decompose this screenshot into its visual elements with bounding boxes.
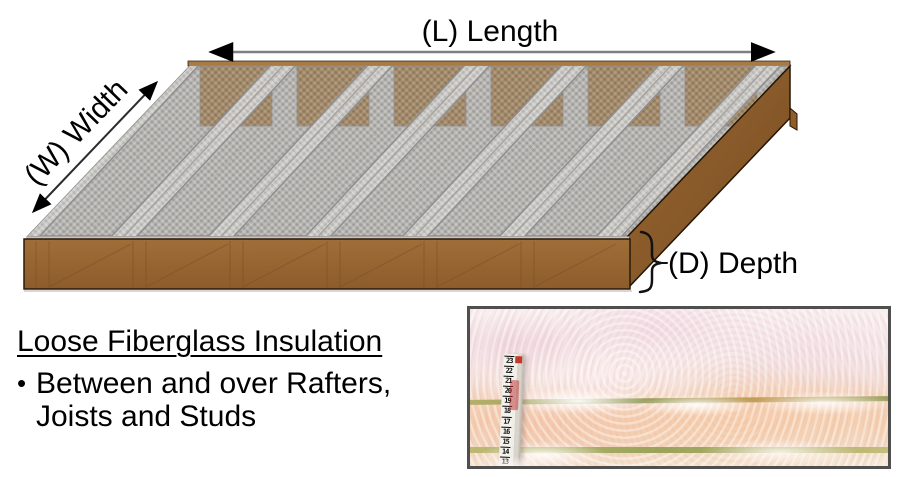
ruler-number: 22: [503, 365, 514, 376]
joist-edge-lower: [470, 447, 888, 454]
depth-label: (D) Depth: [668, 247, 798, 280]
length-label: (L) Length: [422, 15, 559, 48]
right-rim-notch: [789, 106, 798, 131]
ruler-number: 17: [501, 416, 512, 426]
bullet-text: Between and over Rafters, Joists and Stu…: [36, 367, 392, 433]
fluff-clump: [754, 390, 888, 415]
fluff-clump: [637, 393, 758, 416]
ruler-red-print: [509, 379, 520, 411]
fluff-clump: [484, 457, 544, 466]
heading: Loose Fiberglass Insulation: [17, 325, 383, 358]
front-joist-marks: [35, 241, 617, 288]
ruler-number: 15: [500, 436, 511, 446]
insulation-diagram: (L) Length (W) Width (D) Depth: [18, 15, 798, 294]
ruler-brand-mark: [515, 356, 523, 364]
bullet-item: • Between and over Rafters, Joists and S…: [17, 367, 467, 433]
text-block: Loose Fiberglass Insulation • Between an…: [17, 324, 467, 433]
ruler-number: 14: [500, 446, 511, 456]
depth-brace: [638, 230, 668, 294]
width-arrow: [31, 80, 159, 214]
fluff-clump: [699, 439, 860, 466]
fluff-clump: [503, 387, 654, 414]
ruler-scale: 2322212019181716151413: [499, 355, 515, 466]
ruler-number: 16: [500, 426, 512, 436]
insulation-photo: 2322212019181716151413: [467, 306, 891, 469]
bullet-marker: •: [17, 368, 27, 398]
ruler-number: 23: [504, 355, 515, 366]
